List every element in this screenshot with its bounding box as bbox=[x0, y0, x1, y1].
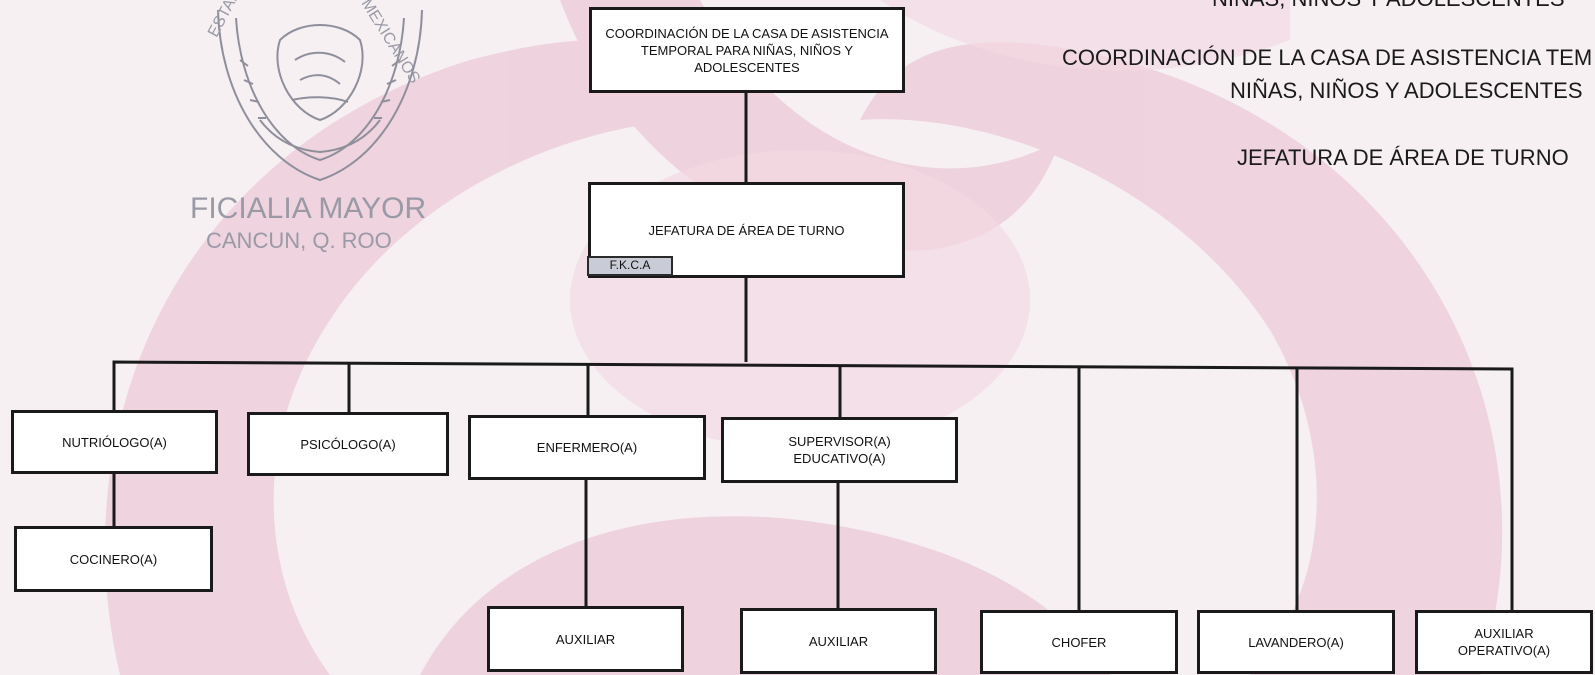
head-tag-badge: F.K.C.A bbox=[587, 256, 673, 276]
org-box-nutriologo-label: NUTRIÓLOGO(A) bbox=[62, 434, 167, 450]
org-box-auxiliar-operativo: AUXILIAR OPERATIVO(A) bbox=[1415, 610, 1593, 674]
org-box-lavandero-label: LAVANDERO(A) bbox=[1248, 634, 1344, 650]
header-unit-line-2: NIÑAS, NIÑOS Y ADOLESCENTES bbox=[1230, 78, 1583, 103]
org-box-lavandero: LAVANDERO(A) bbox=[1197, 610, 1395, 674]
org-box-root-label: COORDINACIÓN DE LA CASA DE ASISTENCIA TE… bbox=[605, 25, 889, 75]
org-box-enfermero-label: ENFERMERO(A) bbox=[536, 440, 638, 455]
org-box-cocinero: COCINERO(A) bbox=[14, 526, 213, 592]
org-box-auxiliar-2: AUXILIAR bbox=[740, 608, 937, 674]
org-box-root: COORDINACIÓN DE LA CASA DE ASISTENCIA TE… bbox=[589, 7, 905, 93]
org-box-auxiliar-2-label: AUXILIAR bbox=[808, 633, 869, 649]
org-box-head-label: JEFATURA DE ÁREA DE TURNO bbox=[648, 222, 845, 238]
seal-office-line: FICIALIA MAYOR bbox=[190, 192, 427, 225]
org-box-auxiliar-1: AUXILIAR bbox=[487, 606, 684, 672]
org-box-auxiliar-operativo-label: AUXILIAR OPERATIVO(A) bbox=[1457, 626, 1551, 658]
org-box-cocinero-label: COCINERO(A) bbox=[69, 551, 158, 567]
header-position-title: JEFATURA DE ÁREA DE TURNO bbox=[1237, 145, 1569, 170]
org-box-supervisor-label: SUPERVISOR(A) EDUCATIVO(A) bbox=[788, 434, 891, 466]
org-box-psicologo-label: PSICÓLOGO(A) bbox=[300, 436, 396, 452]
seal-emblem bbox=[217, 9, 423, 182]
org-box-chofer: CHOFER bbox=[980, 610, 1178, 674]
header-unit-line-1: COORDINACIÓN DE LA CASA DE ASISTENCIA TE… bbox=[1062, 45, 1593, 70]
header-cut-top-line: NIÑAS, NIÑOS Y ADOLESCENTES bbox=[1212, 0, 1565, 12]
org-box-enfermero: ENFERMERO(A) bbox=[468, 415, 706, 480]
org-box-auxiliar-1-label: AUXILIAR bbox=[555, 631, 616, 647]
org-box-psicologo: PSICÓLOGO(A) bbox=[247, 412, 449, 476]
seal-city-line: CANCUN, Q. ROO bbox=[206, 228, 392, 253]
org-box-nutriologo: NUTRIÓLOGO(A) bbox=[11, 410, 218, 474]
org-box-chofer-label: CHOFER bbox=[1051, 634, 1107, 650]
org-box-supervisor: SUPERVISOR(A) EDUCATIVO(A) bbox=[721, 417, 958, 483]
